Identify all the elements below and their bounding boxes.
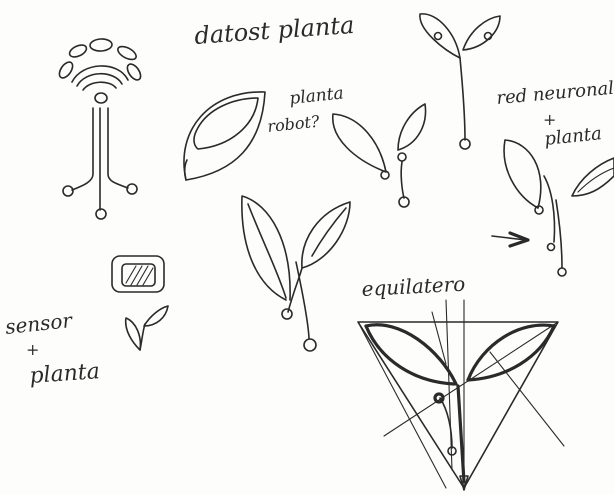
sensor-plant-sketch <box>112 256 168 350</box>
datost-planta-label: datost planta <box>193 11 355 50</box>
big-sprout-sketch <box>242 196 350 351</box>
red-neuronal-label-line2: + <box>543 110 556 129</box>
equilatero-label: equilatero <box>361 272 466 301</box>
sensor-label-line2: + <box>26 340 39 359</box>
sensor-label-line1: sensor <box>4 308 74 339</box>
robot-leaf-sketch <box>184 92 265 180</box>
sensor-label-line3: planta <box>29 359 101 389</box>
equilateral-triangle-sketch <box>358 300 564 490</box>
wifi-plant-sketch <box>57 38 144 219</box>
neural-plant-sketch <box>504 140 614 276</box>
middle-sprout-sketch <box>333 104 426 207</box>
planta-robot-label-line2: robot? <box>266 112 320 136</box>
wifi-plant-stems <box>63 108 137 219</box>
red-neuronal-label-line1: red neuronal <box>496 78 614 109</box>
planta-robot-label-line1: planta <box>288 83 344 109</box>
top-sprout-sketch <box>420 14 500 149</box>
arrow-icon <box>492 233 528 246</box>
wifi-icon <box>57 38 144 103</box>
